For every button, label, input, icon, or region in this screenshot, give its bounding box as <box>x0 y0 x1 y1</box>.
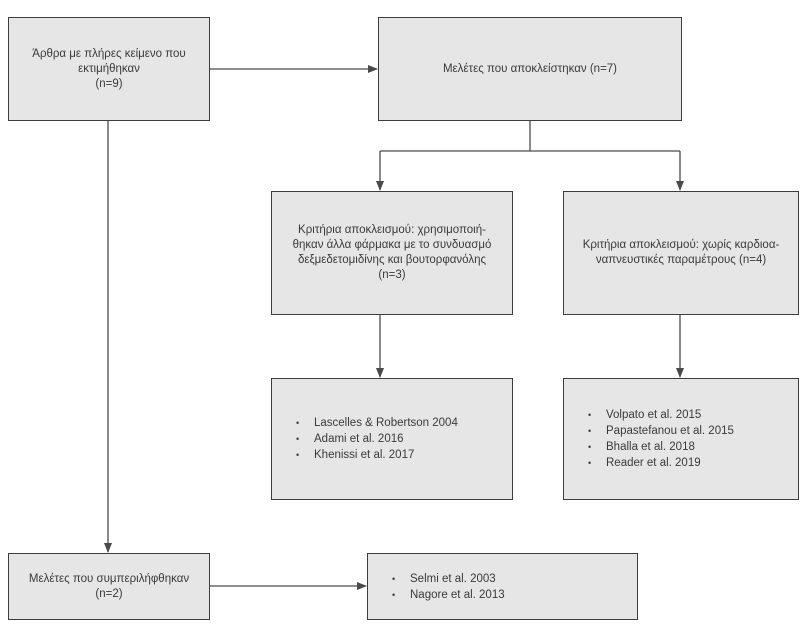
assessed-line1: Άρθρα με πλήρες κείμενο που <box>32 47 186 60</box>
included-label: Μελέτες που συμπεριλήφθηκαν <box>28 572 190 585</box>
criteria-cardio-line1: Κριτήρια αποκλεισμού: χωρίς καρδιοα- <box>582 239 780 251</box>
list-drugs-box: Lascelles & Robertson 2004 Adami et al. … <box>271 378 513 500</box>
included-studies-box: Μελέτες που συμπεριλήφθηκαν (n=2) <box>8 553 210 620</box>
criteria-drugs-count: (n=3) <box>378 269 406 281</box>
assessed-line2: εκτιμήθηκαν <box>78 62 140 75</box>
list-item: Adami et al. 2016 <box>296 431 458 447</box>
criteria-drugs-line2: θηκαν άλλα φάρμακα με το συνδυασμό <box>292 239 492 251</box>
list-cardio-box: Volpato et al. 2015 Papastefanou et al. … <box>563 378 799 500</box>
list-item: Papastefanou et al. 2015 <box>588 423 734 439</box>
list-included-box: Selmi et al. 2003 Nagore et al. 2013 <box>367 553 638 620</box>
criteria-drugs-line3: δεξμεδετομιδίνης και βουτορφανόλης <box>297 254 487 266</box>
list-item: Lascelles & Robertson 2004 <box>296 415 458 431</box>
criteria-cardio-line2: ναπνευστικές παραμέτρους (n=4) <box>595 254 767 266</box>
list-item: Bhalla et al. 2018 <box>588 439 734 455</box>
excluded-label: Μελέτες που αποκλείστηκαν (n=7) <box>442 62 618 75</box>
list-item: Reader et al. 2019 <box>588 455 734 471</box>
list-item: Khenissi et al. 2017 <box>296 447 458 463</box>
included-count: (n=2) <box>95 587 123 600</box>
assessed-count: (n=9) <box>95 77 123 90</box>
list-item: Selmi et al. 2003 <box>392 571 505 587</box>
criteria-drugs-line1: Κριτήρια αποκλεισμού: χρησιμοποιή- <box>298 224 486 236</box>
list-item: Nagore et al. 2013 <box>392 587 505 603</box>
criteria-cardio-box: Κριτήρια αποκλεισμού: χωρίς καρδιοα- ναπ… <box>563 191 799 315</box>
assessed-articles-box: Άρθρα με πλήρες κείμενο που εκτιμήθηκαν … <box>8 17 210 121</box>
criteria-drugs-box: Κριτήρια αποκλεισμού: χρησιμοποιή- θηκαν… <box>271 191 513 315</box>
excluded-studies-box: Μελέτες που αποκλείστηκαν (n=7) <box>378 17 682 121</box>
list-item: Volpato et al. 2015 <box>588 407 734 423</box>
